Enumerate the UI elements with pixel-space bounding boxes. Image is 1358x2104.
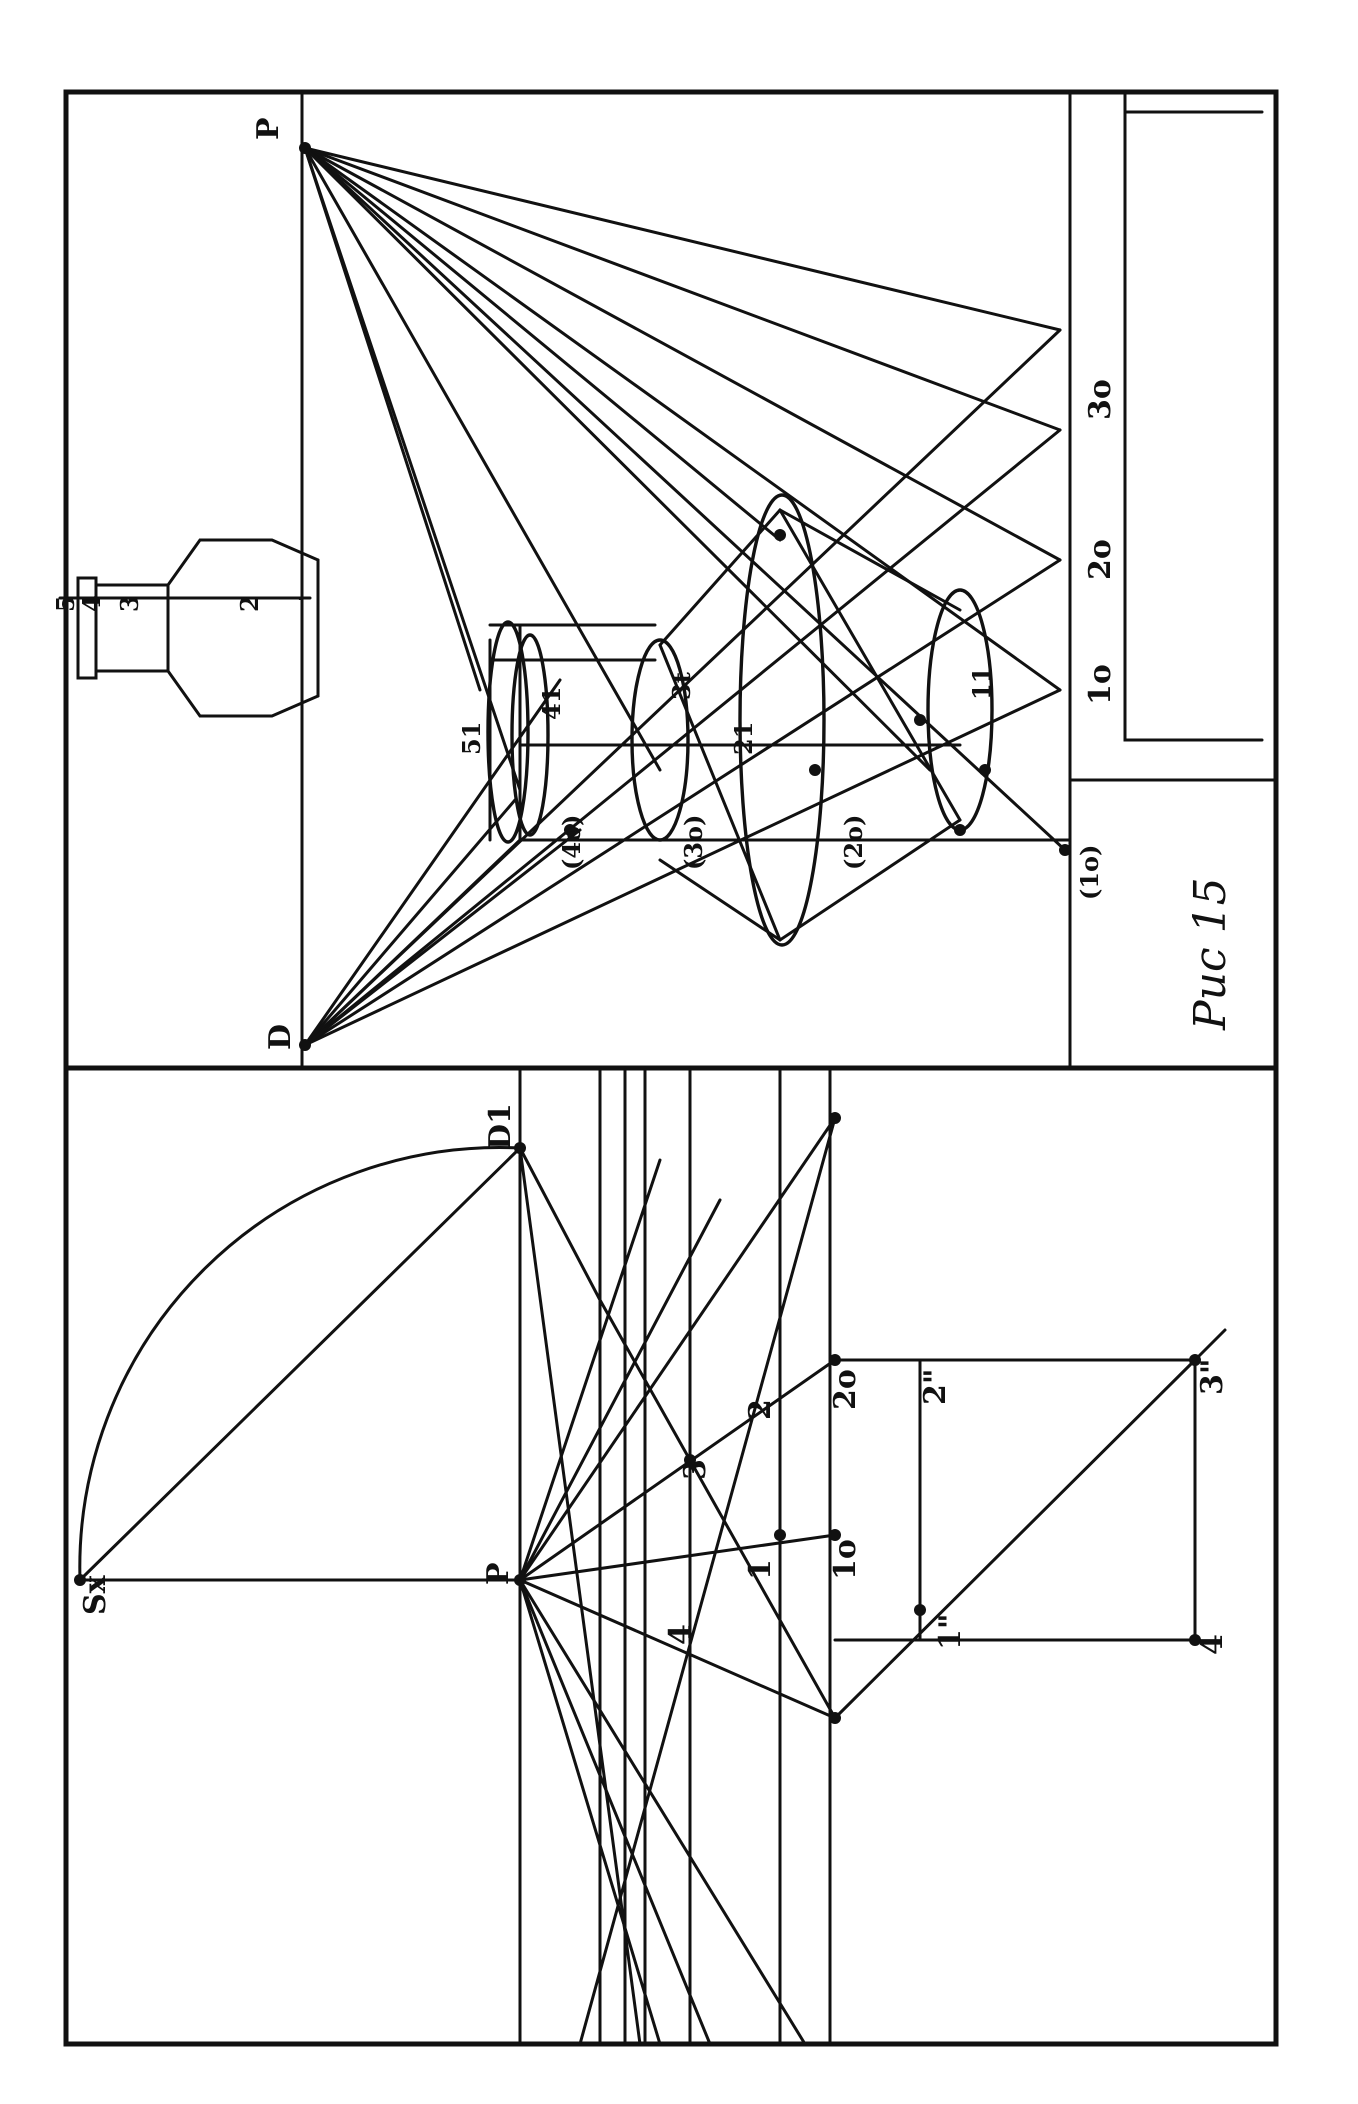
label-1p: 1" bbox=[933, 1613, 968, 1650]
elev-label-3: 3 bbox=[115, 595, 144, 612]
label-3o: (3o) bbox=[679, 815, 708, 870]
body-edge-2 bbox=[778, 508, 962, 822]
d1-diagonal-4 bbox=[598, 1298, 837, 1720]
label-1: 1 bbox=[743, 1559, 778, 1580]
label-4o: (4o) bbox=[557, 815, 586, 870]
label-4-bottom: 4 bbox=[1195, 1634, 1230, 1655]
label-21: 21 bbox=[729, 722, 758, 755]
label-2o-bottom: 2o bbox=[1083, 539, 1118, 580]
label-d1: D1 bbox=[483, 1103, 518, 1150]
label-3o-bottom: 3o bbox=[1083, 379, 1118, 420]
plan-extension bbox=[1193, 1328, 1227, 1362]
d1-diagonal-3 bbox=[578, 1116, 837, 2046]
label-sx: Sx bbox=[78, 1574, 113, 1615]
label-3: 3 bbox=[678, 1459, 713, 1480]
body-ellipse-widest bbox=[738, 493, 826, 947]
label-2o: (2o) bbox=[839, 815, 868, 870]
elev-label-4: 4 bbox=[77, 595, 106, 612]
d1-diagonal-2 bbox=[518, 1146, 602, 1302]
label-2o: 2o bbox=[828, 1369, 863, 1410]
line-sx-d1 bbox=[78, 1146, 522, 1582]
cap-ellipse-outer bbox=[486, 620, 530, 844]
label-d-left: D bbox=[263, 1024, 298, 1050]
elev-label-5: 5 bbox=[51, 595, 80, 612]
perspective-panel: P D 51 41 3t 21 11 (4o) (3o) (2o) (1o) 3… bbox=[251, 90, 1278, 1070]
label-3p: 3" bbox=[1195, 1358, 1230, 1395]
body-contour-top bbox=[658, 508, 962, 647]
stamp-box bbox=[1123, 90, 1264, 742]
plan-diagonal-3p bbox=[833, 1358, 1197, 1720]
neck-ellipse bbox=[630, 638, 690, 842]
rays-from-p bbox=[303, 146, 1067, 852]
body-edge-1 bbox=[658, 643, 782, 942]
label-4: 4 bbox=[663, 1624, 698, 1645]
figure-caption: Рис 15 bbox=[1185, 877, 1236, 1031]
plan-rays bbox=[518, 1116, 837, 2046]
arc-sx-d1 bbox=[78, 1146, 522, 1582]
label-51: 51 bbox=[457, 722, 486, 755]
plan-square bbox=[833, 1358, 1197, 1642]
label-1o-bottom: 1o bbox=[1083, 664, 1118, 705]
label-2: 2 bbox=[743, 1399, 778, 1420]
label-2p: 2" bbox=[918, 1368, 953, 1405]
label-p-top: P bbox=[251, 117, 286, 140]
label-41: 41 bbox=[537, 687, 566, 720]
label-3t: 3t bbox=[667, 672, 696, 700]
cap-ellipse-inner bbox=[510, 633, 550, 837]
label-p-plan: P bbox=[481, 1562, 516, 1585]
elev-label-2: 2 bbox=[235, 595, 264, 612]
plan-panel: Sx D1 P 2 3 4 1 2o 1o 2" 1" 3" 4 bbox=[74, 1066, 1230, 2046]
label-1o-paren: (1o) bbox=[1075, 845, 1104, 900]
d1-diagonal-1 bbox=[518, 1146, 642, 2046]
elevation-sketch: 5 4 3 2 bbox=[51, 538, 320, 718]
label-1o: 1o bbox=[828, 1539, 863, 1580]
label-11: 11 bbox=[967, 667, 996, 700]
